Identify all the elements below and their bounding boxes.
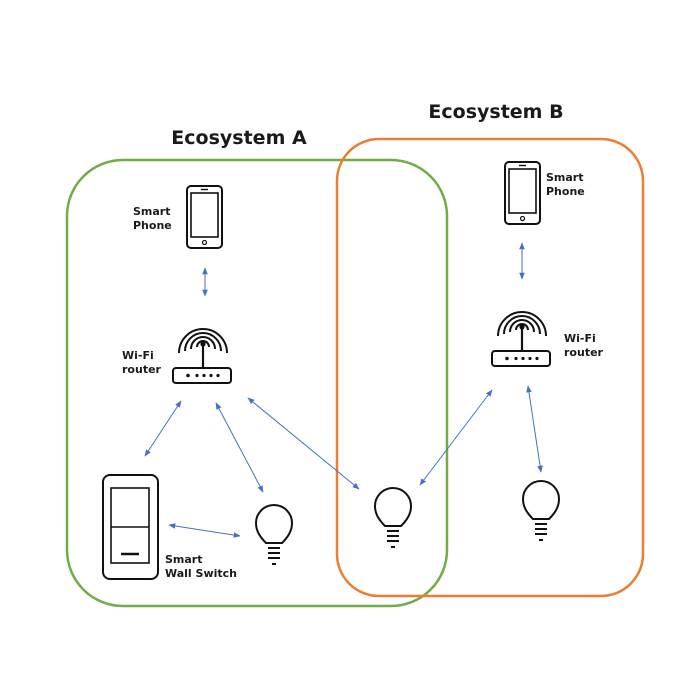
smart-phone-b-label: Smart Phone	[546, 171, 587, 198]
ecosystem-b-boundary	[335, 137, 645, 598]
wifi-router-icon	[172, 328, 232, 384]
wall-switch-icon	[102, 474, 159, 580]
wifi-router-icon	[491, 311, 551, 367]
connection-arrow-router-a-bulb-a	[215, 402, 264, 493]
ecosystem-a-boundary	[65, 158, 449, 608]
ecosystem-a-title: Ecosystem A	[171, 127, 307, 149]
light-bulb-icon	[254, 504, 294, 565]
light-bulb-icon	[373, 487, 413, 548]
ecosystem-b-title: Ecosystem B	[428, 101, 563, 123]
connection-arrow-router-a-bulb-shared	[247, 397, 360, 490]
connection-arrow-router-b-bulb-shared	[419, 389, 493, 486]
wifi-router-b-label: Wi-Fi router	[564, 332, 604, 359]
connection-links	[144, 242, 543, 538]
wifi-router-a-label: Wi-Fi router	[122, 349, 162, 376]
smartphone-icon	[504, 161, 541, 225]
smart-phone-a-label: Smart Phone	[133, 205, 174, 232]
connection-arrow-router-b-bulb-b	[526, 385, 543, 473]
smart-wall-switch-label: Smart Wall Switch	[165, 553, 237, 580]
smartphone-icon	[186, 185, 223, 249]
light-bulb-icon	[521, 480, 561, 541]
connection-arrow-router-a-switch-a	[144, 400, 182, 457]
connection-arrow-switch-a-bulb-a	[168, 523, 241, 538]
